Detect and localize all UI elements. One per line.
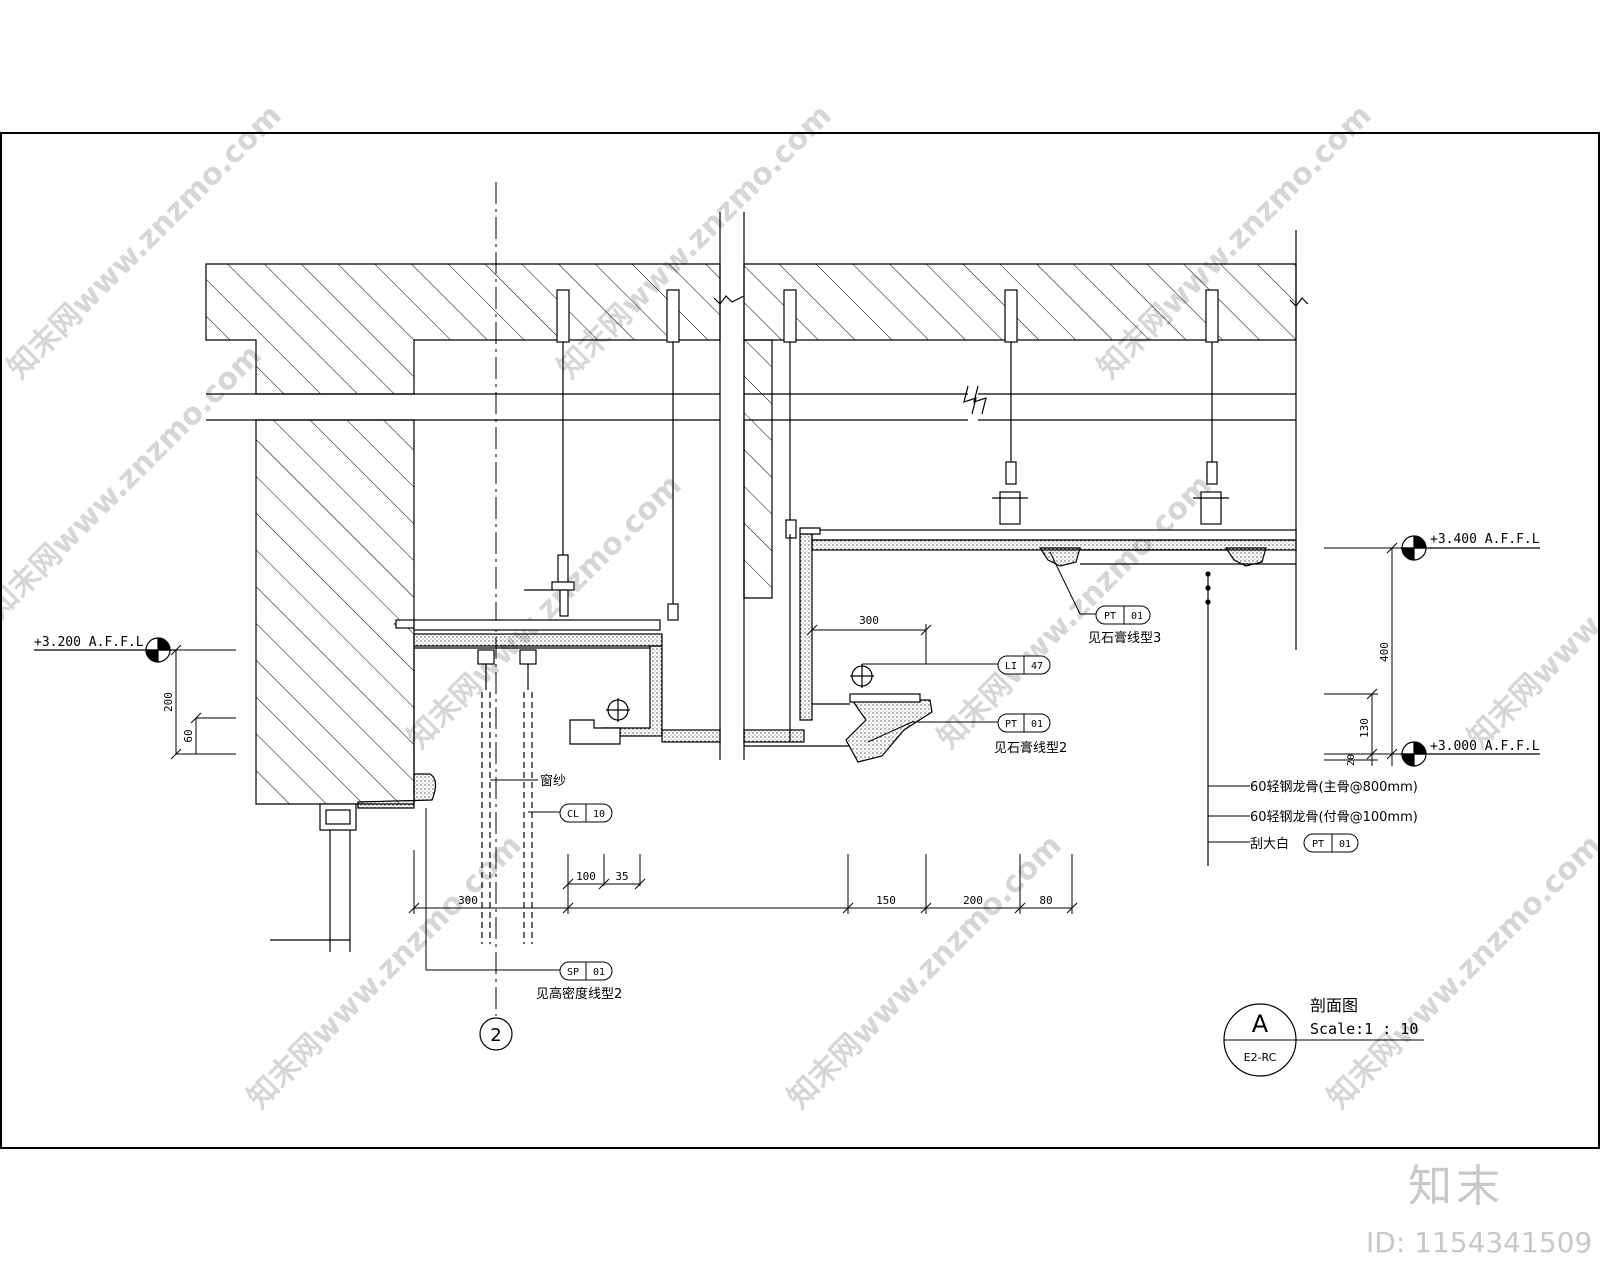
dim-b-80: 80 (1039, 894, 1052, 907)
level-marker (34, 535, 1540, 767)
tag-sp01-note: 见高密度线型2 (536, 986, 622, 1002)
dim-top-300: 300 (859, 614, 879, 627)
tag-pt01-bot-code: PT (1312, 839, 1324, 850)
watermark: 知末网www.znzmo.com (781, 828, 1069, 1116)
tag-pt01-mid-code: PT (1005, 719, 1017, 730)
material-tag-text: PT 01 见石膏线型3 LI 47 PT 01 见石膏线型2 CL 10 SP… (536, 611, 1351, 1002)
section-scale: Scale:1 : 10 (1310, 1020, 1418, 1038)
watermark: 知末网www.znzmo.com (1321, 828, 1600, 1116)
tag-pt01-mid-num: 01 (1031, 719, 1043, 730)
tag-pt01-top-note: 见石膏线型3 (1088, 630, 1161, 646)
dimension-lines (170, 542, 1400, 914)
grid-axis-label: 2 (490, 1025, 501, 1046)
material-tags (559, 605, 1359, 981)
tag-pt01-bot (1303, 833, 1359, 853)
spec-putty: 刮大白 (1250, 836, 1289, 852)
level-label-3200: +3.200 A.F.F.L (34, 635, 144, 650)
beam-band (206, 212, 1309, 760)
tag-pt01-mid-note: 见石膏线型2 (994, 740, 1067, 756)
level-label-3400: +3.400 A.F.F.L (1430, 532, 1540, 547)
dimension-text: 200 60 300 300 100 35 150 200 80 400 130… (162, 614, 1391, 907)
tag-pt01-top-code: PT (1104, 611, 1116, 622)
site-logo: 知末 (1408, 1161, 1504, 1212)
section-sheet: E2-RC (1244, 1051, 1277, 1064)
section-letter: A (1252, 1010, 1269, 1038)
dim-b-200: 200 (963, 894, 983, 907)
tag-sp01-code: SP (567, 967, 579, 978)
tag-pt01-top (1095, 605, 1151, 625)
site-image-id: ID: 1154341509 (1366, 1226, 1593, 1259)
dim-b-150: 150 (876, 894, 896, 907)
section-title-block: A E2-RC 剖面图 Scale:1 : 10 (1223, 996, 1424, 1077)
dim-b-35: 35 (615, 870, 628, 883)
watermark: 知末网www.znzmo.com (241, 828, 529, 1116)
tag-cl10-num: 10 (593, 809, 605, 820)
tag-pt01-bot-num: 01 (1339, 839, 1351, 850)
leader-lines (425, 551, 1250, 971)
drawing-frame (0, 132, 1600, 1149)
concrete-slab (205, 263, 1297, 805)
dim-b-100: 100 (576, 870, 596, 883)
section-title: 剖面图 (1310, 996, 1358, 1015)
spec-sub-keel: 60轻钢龙骨(付骨@100mm) (1250, 810, 1418, 825)
watermark: 知末网www.znzmo.com (931, 468, 1219, 756)
watermark: 知末网www.znzmo.com (1091, 98, 1379, 386)
dim-b-300: 300 (458, 894, 478, 907)
watermark: 知末网www.znzmo.com (1461, 468, 1600, 756)
watermark: 知末网www.znzmo.com (401, 468, 689, 756)
level-label-3000: +3.000 A.F.F.L (1430, 739, 1540, 754)
dim-left-60: 60 (182, 729, 195, 742)
watermark: 知末网www.znzmo.com (0, 338, 269, 626)
tag-sp01-num: 01 (593, 967, 605, 978)
dim-r-130: 130 (1358, 718, 1371, 738)
tag-li47-num: 47 (1031, 661, 1043, 672)
tag-pt01-top-num: 01 (1131, 611, 1143, 622)
ceiling-hangers (524, 289, 1229, 621)
tag-li47-code: LI (1005, 661, 1017, 672)
dim-r-20: 20 (1346, 754, 1357, 766)
spec-main-keel: 60轻钢龙骨(主骨@800mm) (1250, 780, 1418, 795)
tag-cl10-code: CL (567, 809, 579, 820)
dim-r-400: 400 (1378, 642, 1391, 662)
dim-left-200: 200 (162, 692, 175, 712)
curtain-box (270, 619, 850, 952)
grid-axis-bubble (479, 1017, 513, 1051)
curtain-note: 窗纱 (540, 773, 566, 789)
main-ceiling (789, 527, 1297, 866)
